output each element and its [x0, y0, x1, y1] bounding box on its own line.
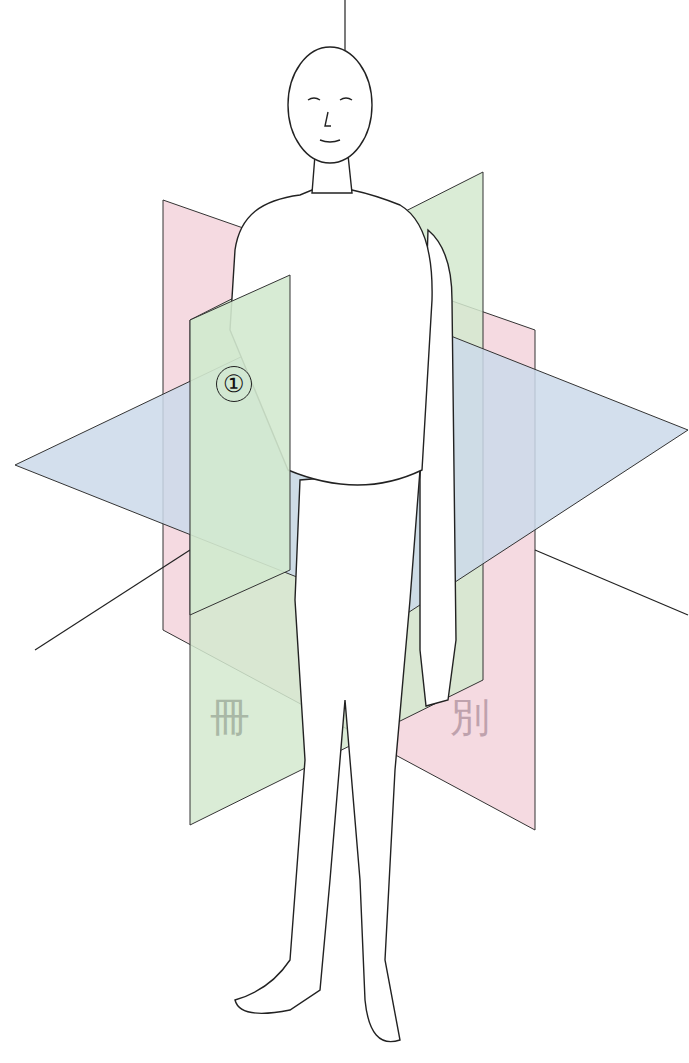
- axis-line: [535, 550, 688, 615]
- watermark: 冊: [210, 690, 250, 745]
- vertical-axis: [344, 0, 345, 50]
- callout-number: ①: [216, 366, 252, 402]
- axis-line: [35, 550, 190, 650]
- watermark: 別: [450, 690, 490, 745]
- sagittal-plane-front: [190, 275, 290, 615]
